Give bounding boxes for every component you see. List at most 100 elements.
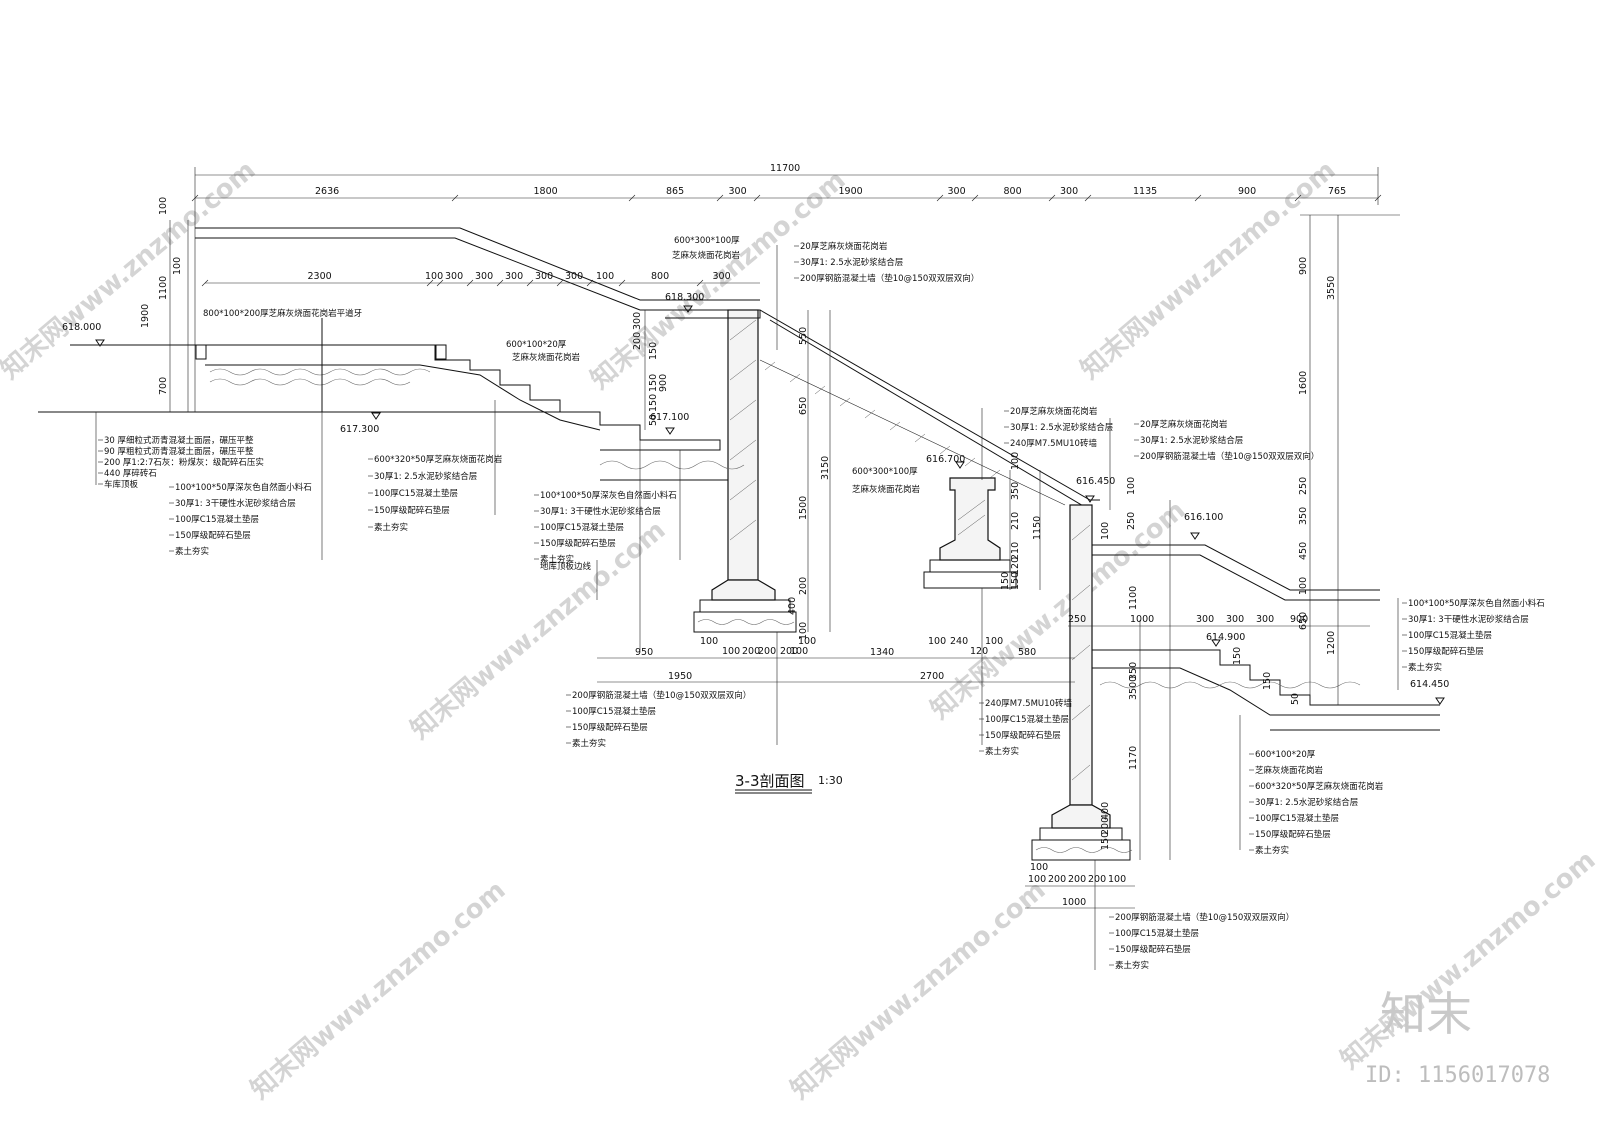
right-step-layer-label: 100厚C15混凝土垫层 bbox=[1255, 813, 1339, 824]
right-horizontal-dimension: 250 bbox=[1068, 614, 1086, 625]
elevation-label: 614.900 bbox=[1206, 632, 1245, 643]
step600b-label: 芝麻灰烧面花岗岩 bbox=[512, 352, 581, 363]
curb-label: 800*100*200厚芝麻灰烧面花岗岩平道牙 bbox=[203, 308, 362, 319]
wall-top-layer-label: 20厚芝麻灰烧面花岗岩 bbox=[1140, 419, 1228, 430]
road-layer-label: 200 厚1:2:7石灰：粉煤灰：级配碎石压实 bbox=[104, 457, 264, 468]
left-vertical-dimension: 100 bbox=[158, 197, 169, 215]
elevation-label: 616.450 bbox=[1076, 476, 1115, 487]
bottom-dimension: 100 bbox=[985, 636, 1003, 647]
bottom-dimension: 100 bbox=[798, 636, 816, 647]
wall2-vertical-dimension: 150 bbox=[1100, 832, 1111, 850]
step-dimension: 300 bbox=[505, 271, 523, 282]
bottom-dimension: 950 bbox=[635, 647, 653, 658]
bottom-dimension: 1950 bbox=[668, 671, 692, 682]
pier-bottom-layer-label: 100厚C15混凝土垫层 bbox=[985, 714, 1069, 725]
pier-vertical-dimension: 100 bbox=[1010, 452, 1021, 470]
right-pave-layer-label: 100厚C15混凝土垫层 bbox=[1408, 630, 1492, 641]
step600-label: 600*100*20厚 bbox=[506, 340, 567, 350]
pier-vertical-dimension: 150 bbox=[1010, 572, 1021, 590]
right-step-dimension: 50 bbox=[1290, 693, 1301, 705]
top-dimension: 765 bbox=[1328, 186, 1346, 197]
wall1-vertical-dimension: 900 bbox=[658, 374, 669, 392]
right-step-layer-label: 30厚1: 2.5水泥砂浆结合层 bbox=[1255, 797, 1358, 808]
footing-dimension: 200 bbox=[1068, 874, 1086, 885]
elevation-label: 618.300 bbox=[665, 292, 704, 303]
pier-bottom-layer-label: 素土夯实 bbox=[985, 746, 1019, 757]
right-step-layer-label: 600*100*20厚 bbox=[1255, 750, 1316, 760]
wall-bottom-layer-label: 素土夯实 bbox=[572, 738, 606, 749]
pier-top-layer-label: 30厚1: 2.5水泥砂浆结合层 bbox=[1010, 422, 1113, 433]
right-vertical-dimension: 900 bbox=[1298, 257, 1309, 275]
step-layer-label: 30厚1: 2.5水泥砂浆结合层 bbox=[374, 471, 477, 482]
overall-dimension: 11700 bbox=[770, 163, 800, 174]
step-dimension: 300 bbox=[535, 271, 553, 282]
brand-logo: 知末 bbox=[1380, 987, 1472, 1041]
bottom-dimension: 100 bbox=[722, 646, 740, 657]
wall1-height-dimension: 100 bbox=[798, 622, 809, 640]
wall2-vertical-dimension: 400 bbox=[1100, 802, 1111, 820]
road-layer-label: 90 厚粗粒式沥青混凝土面层，碾压平整 bbox=[104, 446, 254, 457]
top-dimension: 1900 bbox=[839, 186, 863, 197]
step-dimension: 100 bbox=[425, 271, 443, 282]
pave-layer-label: 100*100*50厚深灰色自然面小料石 bbox=[175, 482, 312, 493]
right-vertical-dimension: 250 bbox=[1298, 477, 1309, 495]
wall1-height-dimension: 400 bbox=[787, 597, 798, 615]
bottom-dimension: 200 bbox=[758, 646, 776, 657]
wall-top-layer-label: 30厚1: 2.5水泥砂浆结合层 bbox=[1140, 435, 1243, 446]
step-dimension: 100 bbox=[596, 271, 614, 282]
right-horizontal-dimension: 300 bbox=[1196, 614, 1214, 625]
road-layer-label: 车库顶板 bbox=[104, 479, 139, 490]
wall-top-layer-label: 200厚钢筋混凝土墙（垫10@150双双层双向） bbox=[800, 273, 979, 284]
right-pave-layer-label: 100*100*50厚深灰色自然面小料石 bbox=[1408, 598, 1545, 609]
wall1-vertical-dimension: 50 bbox=[648, 414, 659, 426]
bottom-dimension: 100 bbox=[790, 646, 808, 657]
step-dimension: 2300 bbox=[308, 271, 332, 282]
right-vertical-dimension: 350 bbox=[1298, 507, 1309, 525]
pier-vertical-dimension: 350 bbox=[1010, 482, 1021, 500]
pier-top-layer-label: 240厚M7.5MU10砖墙 bbox=[1010, 438, 1097, 449]
pave-layer-label: 素土夯实 bbox=[540, 554, 574, 565]
top-dimension: 300 bbox=[729, 186, 747, 197]
top-dimension: 300 bbox=[1060, 186, 1078, 197]
wall1-vertical-dimension: 150 bbox=[648, 374, 659, 392]
step-dimension: 300 bbox=[565, 271, 583, 282]
right-step-layer-label: 芝麻灰烧面花岗岩 bbox=[1255, 765, 1324, 776]
pave-layer-label: 150厚级配碎石垫层 bbox=[175, 530, 251, 541]
footing-dimension: 200 bbox=[1088, 874, 1106, 885]
wall-bottom-layer-label: 100厚C15混凝土垫层 bbox=[572, 706, 656, 717]
right-pave-layer-label: 150厚级配碎石垫层 bbox=[1408, 646, 1484, 657]
cap600-mid-label: 600*300*100厚 bbox=[852, 467, 918, 477]
wall-bottom-layer-label: 150厚级配碎石垫层 bbox=[1115, 944, 1191, 955]
bottom-dimension: 100 bbox=[700, 636, 718, 647]
bottom-dimension: 580 bbox=[1018, 647, 1036, 658]
step-dimension: 300 bbox=[713, 271, 731, 282]
cap600-midb-label: 芝麻灰烧面花岗岩 bbox=[852, 484, 921, 495]
wall2-vertical-dimension: 250 bbox=[1126, 512, 1137, 530]
left-ground bbox=[38, 220, 760, 431]
bottom-dimension: 200 bbox=[742, 646, 760, 657]
top-dimension: 800 bbox=[1004, 186, 1022, 197]
pier-bottom-layer-label: 240厚M7.5MU10砖墙 bbox=[985, 698, 1072, 709]
wall1-height-dimension: 1500 bbox=[798, 496, 809, 520]
ground-line-label: 地库顶板边线 bbox=[540, 561, 592, 572]
cap600-label: 600*300*100厚 bbox=[674, 236, 740, 246]
top-dimension: 300 bbox=[948, 186, 966, 197]
footing-dimension: 100 bbox=[1028, 874, 1046, 885]
right-pave-layer-label: 30厚1: 3干硬性水泥砂浆结合层 bbox=[1408, 614, 1529, 625]
right-vertical-dimension: 100 bbox=[1298, 577, 1309, 595]
right-step-dimension: 150 bbox=[1232, 647, 1243, 665]
bottom-dimension: 200 bbox=[780, 646, 798, 657]
watermark-1: 知末网www.znzmo.com bbox=[0, 155, 261, 385]
wall-top-layer-label: 30厚1: 2.5水泥砂浆结合层 bbox=[800, 257, 903, 268]
pave-layer-label: 100厚C15混凝土垫层 bbox=[540, 522, 624, 533]
top-dimension: 2636 bbox=[315, 186, 339, 197]
wall-bottom-layer-label: 200厚钢筋混凝土墙（垫10@150双双层双向） bbox=[572, 690, 751, 701]
top-dimension: 865 bbox=[666, 186, 684, 197]
step-dimension: 300 bbox=[445, 271, 463, 282]
right-vertical-dimension: 1600 bbox=[1298, 371, 1309, 395]
image-id: ID: 1156017078 bbox=[1365, 1063, 1550, 1088]
left-vertical-dimension: 100 bbox=[172, 257, 183, 275]
wall2-vertical-dimension: 100 bbox=[1126, 477, 1137, 495]
right-step-layer-label: 素土夯实 bbox=[1255, 845, 1289, 856]
